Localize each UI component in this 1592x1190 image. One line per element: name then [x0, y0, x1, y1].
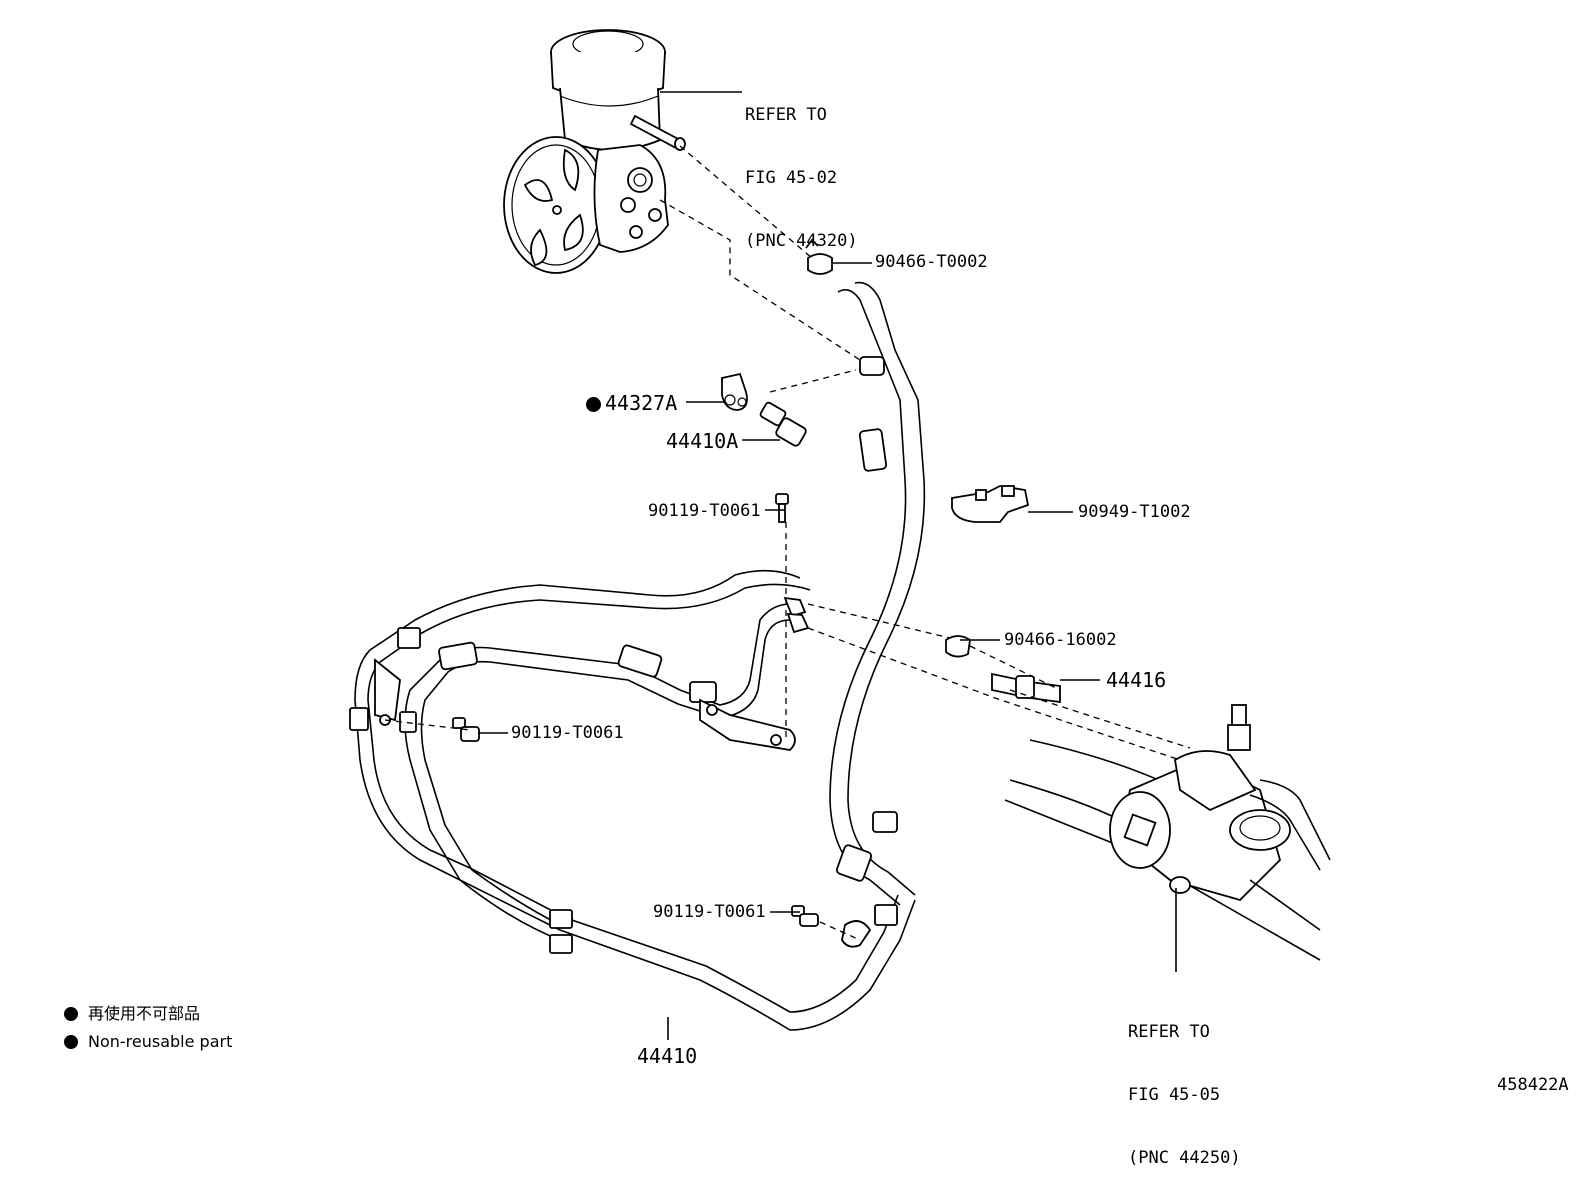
pressure-hose: [829, 281, 926, 906]
legend-en-text: Non-reusable part: [88, 1032, 233, 1051]
part-label-clamp[interactable]: 90949-T1002: [1078, 502, 1191, 522]
part-label-bolt-upper[interactable]: 90119-T0061: [648, 501, 761, 521]
non-reusable-marker-icon: [586, 397, 601, 412]
filled-circle-icon: [64, 1035, 78, 1049]
part-label-clip-mid[interactable]: 90466-16002: [1004, 630, 1117, 650]
legend-row-jp: 再使用不可部品: [64, 1000, 232, 1024]
power-steering-pump-illustration: [503, 29, 686, 274]
return-tube-assembly: [349, 569, 916, 1031]
pump-ref-line1: REFER TO: [745, 105, 827, 125]
parts-diagram: [349, 29, 1331, 1040]
figure-id: 458422A: [1497, 1075, 1569, 1095]
part-label-union-bolt[interactable]: 44410A: [666, 429, 739, 453]
gear-reference-label: REFER TO FIG 45-05 (PNC 44250): [1128, 980, 1241, 1190]
pump-reference-label: REFER TO FIG 45-02 (PNC 44320): [745, 63, 858, 273]
legend-row-en: Non-reusable part: [64, 1032, 232, 1051]
connection-lines: [384, 145, 1191, 941]
part-label-union[interactable]: 44416: [1106, 668, 1167, 692]
pump-ref-line3: (PNC 44320): [745, 231, 858, 251]
gear-ref-line1: REFER TO: [1128, 1022, 1210, 1042]
legend: 再使用不可部品 Non-reusable part: [64, 1000, 232, 1051]
part-label-bolt-left[interactable]: 90119-T0061: [511, 723, 624, 743]
gear-ref-line3: (PNC 44250): [1128, 1148, 1241, 1168]
gasket-number: 44327A: [605, 391, 678, 415]
filled-circle-icon: [64, 1007, 78, 1021]
leader-lines: [478, 91, 1177, 1040]
legend-jp-text: 再使用不可部品: [88, 1004, 201, 1023]
part-label-clip-top[interactable]: 90466-T0002: [875, 252, 988, 272]
gear-ref-line2: FIG 45-05: [1128, 1085, 1221, 1105]
steering-gear-illustration: [1004, 704, 1331, 961]
part-label-bolt-lower[interactable]: 90119-T0061: [653, 902, 766, 922]
hardware-parts: [452, 238, 1061, 927]
part-label-gasket[interactable]: 44327A: [586, 393, 677, 413]
part-label-tube-assy[interactable]: 44410: [637, 1044, 698, 1068]
pump-ref-line2: FIG 45-02: [745, 168, 838, 188]
